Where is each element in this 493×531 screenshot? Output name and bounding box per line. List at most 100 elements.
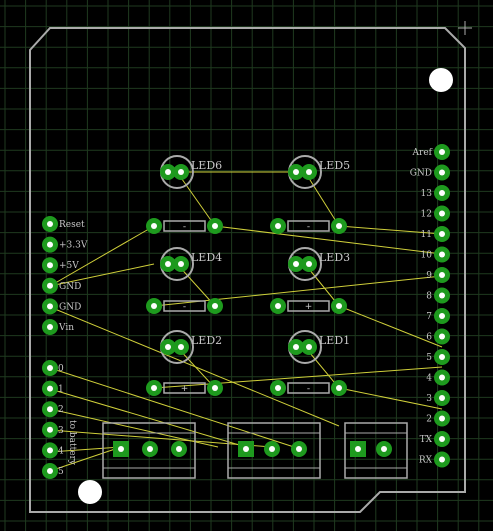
battery-label: to battery — [67, 420, 77, 466]
mounting-hole-bottom-left — [78, 480, 102, 504]
airwire — [49, 263, 155, 287]
airwire — [214, 225, 443, 255]
analog-pin-label: 1 — [58, 385, 64, 395]
terminal-pin-hole — [381, 446, 387, 452]
led-pad-anode-hole — [293, 169, 299, 175]
header-pin-label: 3 — [426, 394, 432, 404]
analog-pin-label: 3 — [58, 426, 64, 436]
led-pad-cathode-hole — [178, 261, 184, 267]
led-pad-cathode-hole — [178, 344, 184, 350]
resistor-body — [163, 300, 206, 312]
resistor-pad-hole — [336, 223, 342, 229]
resistor-body — [287, 382, 330, 394]
header-pin-hole — [439, 313, 445, 319]
mounting-hole-top-right — [429, 68, 453, 92]
resistor-symbol: - — [307, 384, 310, 394]
terminal-pin-hole — [176, 446, 182, 452]
resistor-pad-hole — [151, 223, 157, 229]
header-pin-label: Aref — [412, 148, 433, 158]
power-pin-label: GND — [59, 302, 81, 312]
led-pad-cathode-hole — [306, 261, 312, 267]
airwire — [176, 171, 216, 227]
header-pin-hole — [439, 333, 445, 340]
resistor-pad-hole — [212, 385, 218, 391]
resistor-body — [287, 220, 330, 232]
board-outline — [29, 27, 466, 513]
terminal-pin-hole — [243, 446, 249, 452]
header-pin-label: 11 — [421, 230, 432, 240]
header-pin-label: 9 — [426, 271, 432, 281]
header-pin-label: 13 — [421, 189, 433, 199]
airwire — [49, 388, 247, 448]
terminal-block-outline — [102, 422, 196, 479]
header-pin-label: TX — [420, 435, 433, 445]
resistor-symbol: + — [181, 384, 189, 394]
power-pin-label: +3.3V — [59, 241, 88, 251]
header-pin-hole — [439, 210, 445, 217]
resistor-symbol: - — [183, 222, 186, 232]
airwire — [49, 429, 273, 448]
header-pin-hole — [439, 436, 445, 442]
airwire — [153, 366, 443, 389]
header-pin-hole — [439, 374, 445, 381]
power-pin-label: GND — [59, 282, 81, 292]
header-pin-hole — [439, 169, 445, 176]
terminal-pin-hole — [118, 446, 124, 452]
led-label: LED5 — [319, 159, 350, 172]
analog-pin-hole — [47, 385, 53, 392]
resistor-body — [287, 300, 330, 312]
analog-pin-hole — [47, 468, 53, 474]
resistor-symbol: - — [183, 302, 186, 312]
header-pin-hole — [439, 415, 445, 422]
airwire — [338, 387, 443, 410]
header-pin-label: RX — [419, 456, 433, 466]
header-pin-hole — [439, 395, 445, 401]
airwire — [49, 367, 295, 448]
header-pin-label: 12 — [421, 210, 432, 220]
analog-pin-hole — [47, 406, 53, 413]
resistor-pad-hole — [336, 303, 342, 309]
led-label: LED4 — [191, 251, 222, 264]
header-pin-hole — [439, 251, 445, 258]
power-pin-label: Reset — [59, 220, 85, 230]
resistor-body — [163, 220, 206, 232]
header-pin-hole — [439, 456, 445, 463]
resistor-pad-hole — [275, 223, 281, 229]
header-pin-hole — [439, 272, 445, 278]
terminal-pin-hole — [269, 446, 275, 452]
terminal-block-outline — [344, 422, 408, 479]
power-pin-label: Vin — [58, 323, 74, 333]
led-pad-cathode-hole — [178, 169, 184, 175]
resistor-symbol: - — [307, 222, 310, 232]
header-pin-hole — [439, 354, 445, 360]
airwire — [49, 225, 155, 287]
terminal-pin-hole — [147, 446, 153, 452]
led-pad-anode-hole — [165, 344, 171, 350]
analog-pin-hole — [47, 365, 53, 371]
header-pin-label: 4 — [426, 374, 432, 384]
header-pin-label: 8 — [426, 292, 432, 302]
resistor-pad-hole — [151, 385, 157, 391]
airwire — [49, 446, 122, 453]
resistor-pad-hole — [336, 385, 342, 391]
led-pad-anode-hole — [165, 169, 171, 175]
led-label: LED3 — [319, 251, 350, 264]
analog-pin-label: 2 — [58, 405, 64, 415]
header-pin-hole — [439, 292, 445, 299]
header-pin-label: 7 — [426, 312, 432, 322]
resistor-body — [163, 382, 206, 394]
analog-pin-label: 0 — [58, 364, 64, 374]
power-pin-hole — [47, 282, 53, 289]
airwire — [338, 225, 443, 235]
analog-pin-label: 5 — [58, 467, 64, 477]
airwire — [304, 171, 340, 227]
analog-pin-hole — [47, 447, 53, 454]
terminal-pin-hole — [296, 446, 302, 452]
resistor-pad-hole — [275, 303, 281, 309]
resistor-symbol: + — [305, 302, 313, 312]
power-pin-hole — [47, 324, 53, 330]
led-label: LED2 — [191, 334, 222, 347]
led-pad-anode-hole — [165, 261, 171, 267]
